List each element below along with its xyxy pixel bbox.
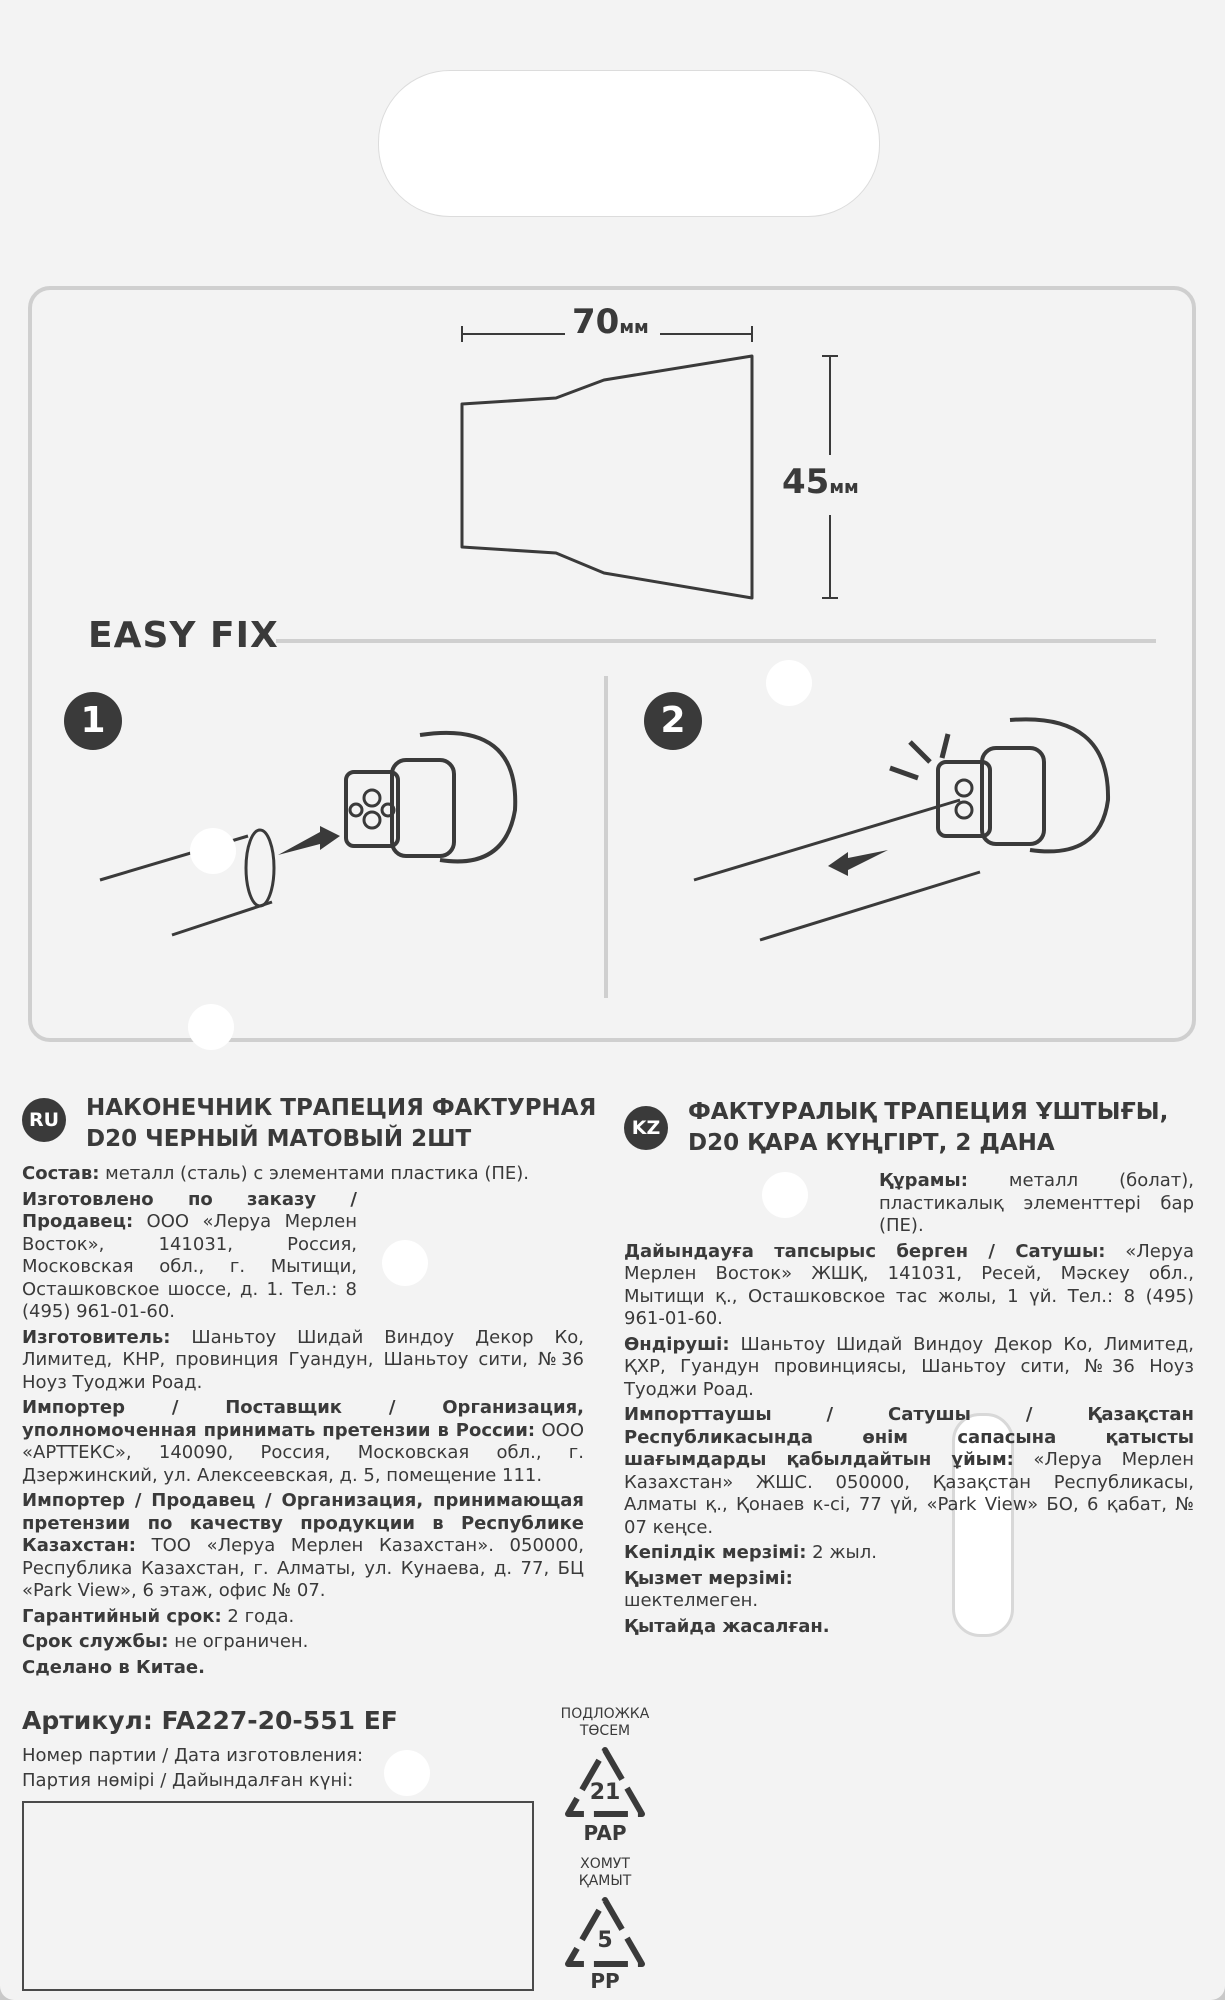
kz-service-label: Қызмет мерзімі:: [624, 1567, 793, 1589]
hanger-slot: [952, 1413, 1014, 1637]
ru-product-title: НАКОНЕЧНИК ТРАПЕЦИЯ ФАКТУРНАЯ D20 ЧЕРНЫЙ…: [86, 1093, 606, 1155]
kz-made-for-value: «Леруа Мерлен Восток» ЖШҚ, 141031, Ресей…: [624, 1240, 1194, 1330]
instruction-frame: [28, 286, 1196, 1042]
height-value: 45: [782, 462, 830, 502]
ru-origin: Сделано в Китае.: [22, 1656, 205, 1678]
step1-badge: 1: [64, 692, 122, 750]
kz-warranty-value: 2 жыл.: [806, 1542, 877, 1563]
ru-language-badge: RU: [22, 1098, 66, 1142]
recycle2-code: PP: [590, 1969, 620, 1993]
ru-title-line2: D20 ЧЕРНЫЙ МАТОВЫЙ 2ШТ: [86, 1126, 472, 1152]
width-unit: мм: [619, 317, 649, 338]
kz-description: Құрамы: металл (болат), пластикалық элем…: [624, 1170, 1194, 1641]
easy-fix-heading: EASY FIX: [88, 615, 279, 656]
ru-warranty-label: Гарантийный срок:: [22, 1605, 222, 1627]
ru-description: Состав: металл (сталь) с элементами плас…: [22, 1163, 584, 1682]
recycle-triangle-icon: [565, 1897, 645, 1967]
recycle1-number: 21: [589, 1780, 621, 1805]
ru-service-label: Срок службы:: [22, 1631, 169, 1652]
recycle2-label-kz: ҚАМЫТ: [578, 1873, 632, 1889]
kz-language-badge: KZ: [624, 1106, 668, 1150]
kz-sostav-value: металл (болат), пластикалық элементтері …: [879, 1170, 1194, 1236]
width-dimension-line: [461, 326, 753, 342]
trapezoid-finial-outline: [460, 354, 754, 600]
ru-importer-kz-value: ТОО «Леруа Мерлен Казахстан». 050000, Ре…: [22, 1535, 584, 1601]
steps-divider: [604, 676, 608, 998]
kz-maker-label: Өндіруші:: [624, 1333, 730, 1355]
punch-hole: [382, 1240, 428, 1286]
ru-made-for-label: Изготовлено по заказу / Продавец:: [22, 1188, 357, 1233]
ru-maker-value: Шаньтоу Шидай Виндоу Декор Ко, Лимитед, …: [22, 1326, 584, 1393]
step1-illustration: [99, 730, 518, 937]
recycle1-label: ПОДЛОЖКА ТӨСЕМ: [540, 1706, 670, 1740]
hang-hole: [378, 70, 880, 217]
recycle1-code: PAP: [583, 1821, 627, 1845]
kz-maker-value: Шаньтоу Шидай Виндоу Декор Ко, Лимитед, …: [624, 1333, 1194, 1400]
kz-title-line1: ФАКТУРАЛЫҚ ТРАПЕЦИЯ ҰШТЫҒЫ,: [688, 1099, 1169, 1125]
recycle2-label: ХОМУТ ҚАМЫТ: [540, 1856, 670, 1890]
punch-hole: [190, 828, 236, 874]
punch-hole: [188, 1004, 234, 1050]
ru-service-value: не ограничен.: [168, 1631, 309, 1652]
easy-fix-divider: [276, 639, 1156, 643]
ru-sostav-label: Состав:: [22, 1163, 100, 1184]
ru-sostav-value: металл (сталь) с элементами пластика (ПЕ…: [99, 1163, 530, 1184]
punch-hole: [762, 1172, 808, 1218]
ru-importer-value: ООО «АРТТЕКС», 140090, Россия, Московска…: [22, 1419, 584, 1486]
kz-importer-label: Импорттаушы / Сатушы / Қазақстан Республ…: [624, 1404, 1194, 1470]
kz-product-title: ФАКТУРАЛЫҚ ТРАПЕЦИЯ ҰШТЫҒЫ, D20 ҚАРА КҮҢ…: [688, 1097, 1208, 1159]
kz-sostav-label: Құрамы:: [879, 1170, 968, 1191]
punch-hole: [766, 660, 812, 706]
ru-warranty-value: 2 года.: [221, 1605, 295, 1627]
article-number: Артикул: FA227-20-551 EF: [22, 1706, 398, 1735]
step2-illustration: [693, 717, 1111, 942]
width-value: 70: [572, 302, 620, 342]
recycle2-label-ru: ХОМУТ: [580, 1856, 630, 1872]
recycle2-number: 5: [597, 1928, 613, 1953]
batch-label-ru: Номер партии / Дата изготовления:: [22, 1745, 364, 1766]
kz-title-line2: D20 ҚАРА КҮҢГІРТ, 2 ДАНА: [688, 1130, 1055, 1156]
kz-made-for-label: Дайындауға тапсырыс берген / Сатушы:: [624, 1240, 1106, 1262]
ru-maker-label: Изготовитель:: [22, 1326, 171, 1348]
recycle1-label-ru: ПОДЛОЖКА: [560, 1706, 650, 1722]
kz-origin: Қытайда жасалған.: [624, 1615, 830, 1637]
dimension-diagram: [99, 326, 1111, 942]
height-dimension-label: 45мм: [782, 462, 859, 502]
batch-date-box: [22, 1801, 534, 1991]
height-unit: мм: [829, 477, 859, 498]
recycle-triangle-icon: [565, 1747, 645, 1817]
step2-badge: 2: [644, 692, 702, 750]
batch-label-kz: Партия нөмірі / Дайындалған күні:: [22, 1770, 354, 1791]
height-dimension-line: [822, 355, 838, 599]
ru-importer-label: Импортер / Поставщик / Организация, упол…: [22, 1397, 584, 1441]
ru-title-line1: НАКОНЕЧНИК ТРАПЕЦИЯ ФАКТУРНАЯ: [86, 1095, 597, 1121]
kz-service-value: шектелмеген.: [624, 1590, 759, 1611]
kz-warranty-label: Кепілдік мерзімі:: [624, 1542, 807, 1563]
width-dimension-label: 70мм: [572, 302, 649, 342]
kz-importer-value: «Леруа Мерлен Казахстан» ЖШС. 050000, Қа…: [624, 1449, 1194, 1538]
recycle1-label-kz: ТӨСЕМ: [579, 1723, 631, 1739]
ru-made-for-value: ООО «Леруа Мерлен Восток», 141031, Росси…: [22, 1211, 357, 1322]
ru-importer-kz-label: Импортер / Продавец / Организация, прини…: [22, 1490, 584, 1556]
punch-hole: [384, 1750, 430, 1796]
